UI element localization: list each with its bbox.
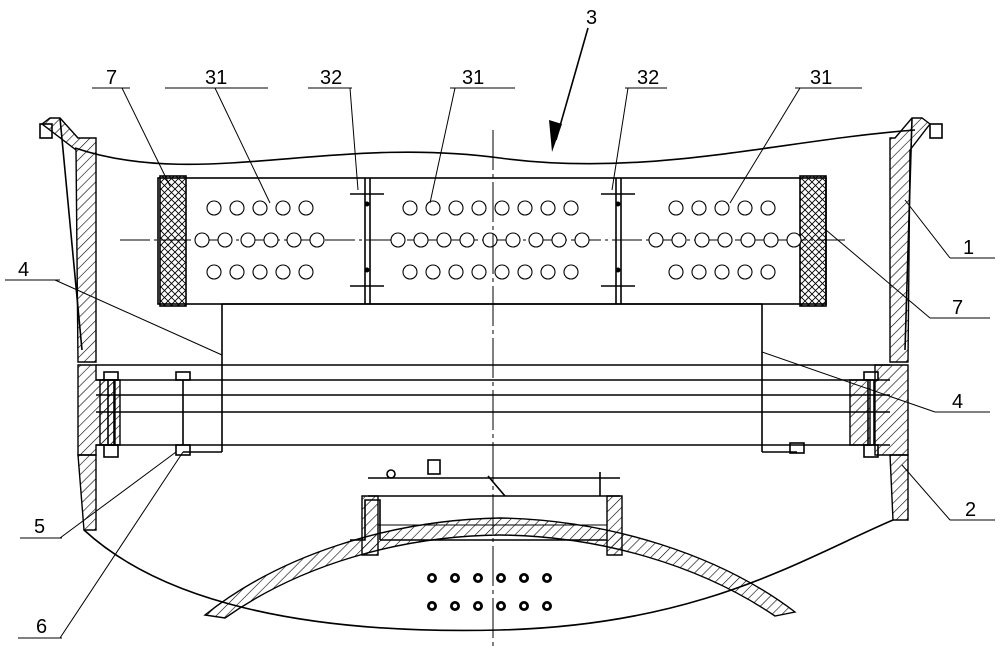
perforation-hole bbox=[471, 200, 487, 216]
perforation-hole bbox=[194, 232, 210, 248]
perforation-hole bbox=[448, 264, 464, 280]
perforation-hole bbox=[275, 264, 291, 280]
perforation-hole bbox=[229, 264, 245, 280]
perforation-hole bbox=[717, 232, 733, 248]
perforation-hole bbox=[206, 200, 222, 216]
perforation-hole bbox=[714, 200, 730, 216]
perforation-hole bbox=[540, 200, 556, 216]
label-4-left: 4 bbox=[18, 259, 29, 281]
perforation-hole bbox=[691, 264, 707, 280]
label-6: 6 bbox=[36, 616, 47, 638]
perforation-hole bbox=[494, 264, 510, 280]
label-7-left: 7 bbox=[106, 67, 117, 89]
perforation-hole bbox=[737, 264, 753, 280]
arrow-3 bbox=[549, 27, 589, 152]
perforation-hole bbox=[298, 200, 314, 216]
distributor-hole-center bbox=[452, 603, 458, 609]
label-4-right: 4 bbox=[952, 391, 963, 413]
perforation-hole bbox=[252, 200, 268, 216]
perforation-hole bbox=[482, 232, 498, 248]
perforation-hole bbox=[691, 200, 707, 216]
distributor-hole-center bbox=[521, 603, 527, 609]
perforation-hole bbox=[286, 232, 302, 248]
perforation-hole bbox=[740, 232, 756, 248]
distributor-holes bbox=[427, 573, 552, 611]
distributor bbox=[203, 459, 797, 619]
perforation-hole bbox=[671, 232, 687, 248]
perforation-hole bbox=[459, 232, 475, 248]
distributor-hole-center bbox=[452, 575, 458, 581]
filter-assembly bbox=[120, 175, 845, 453]
perforation-hole bbox=[563, 264, 579, 280]
distributor-hole-center bbox=[498, 575, 504, 581]
label-32-left: 32 bbox=[320, 67, 342, 89]
perforation-hole bbox=[505, 232, 521, 248]
distributor-hole-center bbox=[475, 575, 481, 581]
distributor-hole-center bbox=[429, 575, 435, 581]
perforation-hole bbox=[574, 232, 590, 248]
perforation-hole bbox=[252, 264, 268, 280]
perforation-hole bbox=[448, 200, 464, 216]
leader-lines bbox=[5, 87, 995, 639]
distributor-hole-center bbox=[544, 603, 550, 609]
perforation-hole bbox=[390, 232, 406, 248]
label-31-right: 31 bbox=[810, 67, 832, 89]
perforation-hole bbox=[309, 232, 325, 248]
perforation-hole bbox=[494, 200, 510, 216]
perforation-hole bbox=[668, 200, 684, 216]
label-2: 2 bbox=[965, 499, 976, 521]
perforation-hole bbox=[229, 200, 245, 216]
perforation-hole bbox=[763, 232, 779, 248]
perforation-hole bbox=[425, 264, 441, 280]
upper-housing bbox=[39, 117, 943, 363]
part-labels: 3 7 31 32 31 32 31 1 4 7 4 2 5 6 bbox=[18, 7, 976, 638]
distributor-hole-center bbox=[475, 603, 481, 609]
perforation-hole bbox=[471, 264, 487, 280]
perforation-hole bbox=[425, 200, 441, 216]
perforation-hole bbox=[668, 264, 684, 280]
perforation-hole bbox=[206, 264, 222, 280]
perforation-hole bbox=[540, 264, 556, 280]
perforation-hole bbox=[517, 200, 533, 216]
label-3: 3 bbox=[586, 7, 597, 29]
perforation-hole bbox=[240, 232, 256, 248]
perforation-hole bbox=[694, 232, 710, 248]
perforation-hole bbox=[413, 232, 429, 248]
perforation-hole bbox=[517, 264, 533, 280]
perforation-hole bbox=[648, 232, 664, 248]
perforation-hole bbox=[563, 200, 579, 216]
perforation-hole bbox=[737, 200, 753, 216]
perforation-hole bbox=[436, 232, 452, 248]
perforation-hole bbox=[217, 232, 233, 248]
label-1: 1 bbox=[963, 237, 974, 259]
distributor-hole-center bbox=[544, 575, 550, 581]
perforation-hole bbox=[760, 264, 776, 280]
perforation-hole bbox=[263, 232, 279, 248]
perforation-hole bbox=[528, 232, 544, 248]
perforation-hole bbox=[402, 264, 418, 280]
label-31-left: 31 bbox=[205, 67, 227, 89]
label-7-right: 7 bbox=[952, 297, 963, 319]
label-32-right: 32 bbox=[637, 67, 659, 89]
distributor-hole-center bbox=[429, 603, 435, 609]
perforation-hole bbox=[786, 232, 802, 248]
label-5: 5 bbox=[34, 516, 45, 538]
perforated-holes bbox=[194, 200, 802, 280]
perforation-hole bbox=[551, 232, 567, 248]
perforation-hole bbox=[714, 264, 730, 280]
perforation-hole bbox=[402, 200, 418, 216]
lower-housing bbox=[77, 454, 909, 632]
perforation-hole bbox=[760, 200, 776, 216]
distributor-hole-center bbox=[498, 603, 504, 609]
perforation-hole bbox=[298, 264, 314, 280]
distributor-hole-center bbox=[521, 575, 527, 581]
perforation-hole bbox=[275, 200, 291, 216]
label-31-center: 31 bbox=[462, 67, 484, 89]
